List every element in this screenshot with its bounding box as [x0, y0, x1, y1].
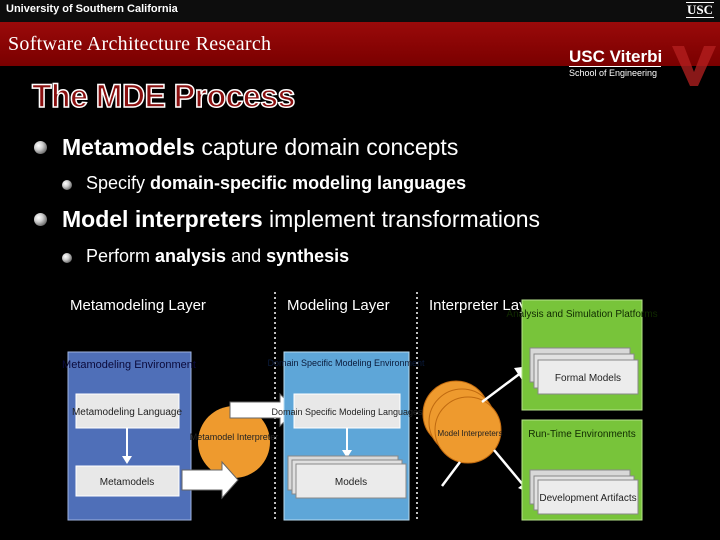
arrow-head	[122, 456, 132, 464]
arrow-line	[441, 461, 461, 487]
bullet-model-interpreters: Model interpreters implement transformat…	[62, 206, 541, 232]
block-arrow	[181, 460, 239, 500]
viterbi-v-icon	[672, 46, 716, 86]
analysis-platforms-label: Analysis and Simulation Platforms	[506, 309, 657, 320]
arrow-line	[481, 371, 523, 403]
bullet-metamodels: Metamodels capture domain concepts	[62, 134, 459, 160]
bullet-icon	[34, 141, 47, 154]
sub-bullet-icon	[62, 180, 72, 190]
mde-process-diagram: Metamodeling Layer Modeling Layer Interp…	[62, 292, 658, 522]
formal-models-box	[537, 359, 639, 395]
metamodel-interpreter-label: Metamodel Interpreter	[190, 432, 279, 442]
metamodeling-environment-label: Metamodeling Environment	[62, 359, 196, 371]
layer-heading-modeling: Modeling Layer	[287, 297, 390, 314]
metamodels-label: Metamodels	[100, 477, 154, 488]
university-bar: University of Southern California USC	[0, 0, 720, 22]
model-interpreter-circle	[434, 396, 502, 464]
models-label: Models	[335, 477, 367, 488]
domain-specific-environment-label: Domain Specific Modeling Environment	[267, 358, 425, 368]
arrow-head	[342, 450, 352, 458]
domain-specific-languages-label: Domain Specific Modeling Languages	[271, 407, 423, 417]
sub-bullet-specify: Specify domain-specific modeling languag…	[86, 173, 467, 193]
metamodels-box	[75, 465, 180, 497]
university-name: University of Southern California	[6, 3, 178, 15]
sub-bullet-perform: Perform analysis and synthesis	[86, 246, 350, 266]
sub-bullet-icon	[62, 253, 72, 263]
model-interpreters-label: Model Interpreters	[438, 429, 503, 438]
metamodel-interpreter-circle	[198, 406, 270, 478]
models-box	[295, 463, 407, 499]
runtime-environments-label: Run-Time Environments	[528, 429, 635, 440]
development-artifacts-box	[537, 479, 639, 515]
metamodeling-language-box	[75, 393, 180, 429]
layer-heading-metamodeling: Metamodeling Layer	[70, 297, 206, 314]
viterbi-name: USC Viterbi	[569, 47, 663, 66]
viterbi-logo: USC Viterbi School of Engineering	[569, 48, 662, 78]
formal-models-label: Formal Models	[555, 373, 621, 384]
development-artifacts-label: Development Artifacts	[539, 493, 636, 504]
metamodeling-language-label: Metamodeling Language	[72, 407, 183, 418]
banner-title: Software Architecture Research	[8, 33, 272, 55]
bullet-icon	[34, 213, 47, 226]
layer-heading-interpreter: Interpreter Layer	[429, 297, 540, 314]
arrow-line	[493, 449, 525, 487]
header-banner: Software Architecture Research USC Viter…	[0, 22, 720, 86]
viterbi-school: School of Engineering	[569, 66, 661, 78]
slide-title: The MDE Process	[31, 77, 296, 115]
usc-logo: USC	[685, 2, 714, 18]
